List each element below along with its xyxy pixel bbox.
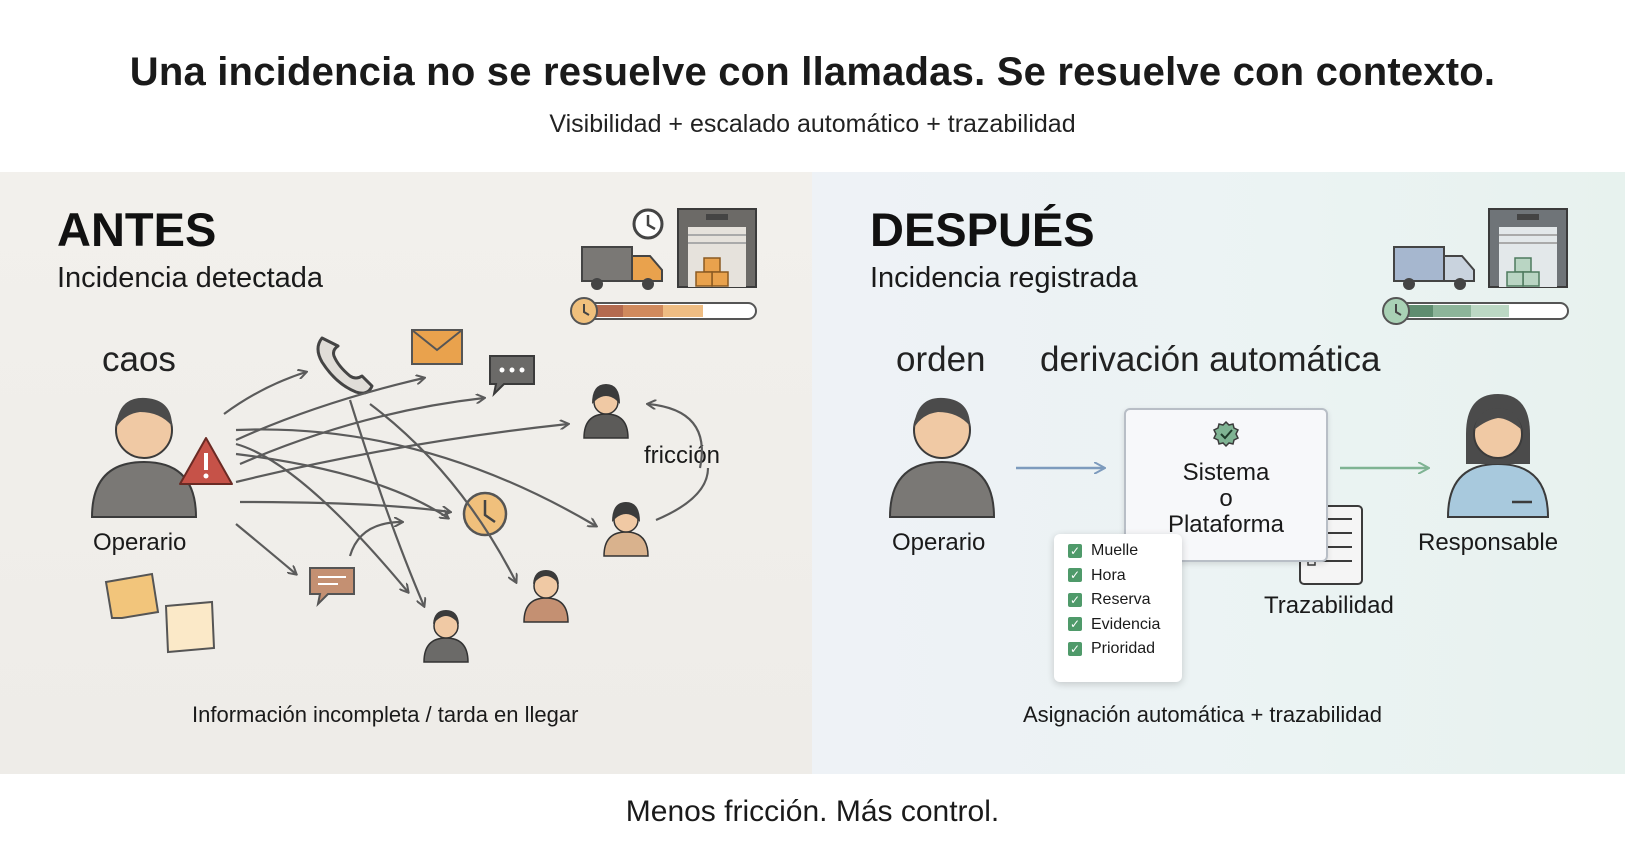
checklist-item: ✓Evidencia — [1068, 615, 1161, 633]
auto-derivation-label: derivación automática — [1040, 340, 1381, 379]
check-icon: ✓ — [1068, 592, 1082, 607]
person-icon — [888, 397, 996, 518]
person-icon — [583, 384, 629, 439]
badge-icon — [1212, 420, 1240, 448]
before-subheading: Incidencia detectada — [57, 262, 324, 294]
after-subheading: Incidencia registrada — [870, 262, 1138, 294]
clock-icon — [632, 208, 664, 240]
progress-bar-icon — [1382, 297, 1569, 325]
person-icon — [90, 397, 198, 518]
before-caption: Información incompleta / tarda en llegar — [192, 702, 579, 727]
after-panel: DESPUÉS Incidencia registrada orden deri… — [812, 172, 1625, 774]
checklist-card: ✓Muelle ✓Hora ✓Reserva ✓Evidencia ✓Prior… — [1054, 534, 1182, 682]
before-illustration — [90, 208, 757, 663]
progress-bar-icon — [570, 297, 757, 325]
mail-icon — [411, 329, 463, 365]
checklist-item: ✓Muelle — [1068, 542, 1139, 559]
after-caption: Asignación automática + trazabilidad — [1023, 702, 1382, 727]
order-label: orden — [896, 340, 986, 379]
phone-icon — [316, 336, 374, 395]
friction-label: fricción — [644, 442, 721, 469]
page-title: Una incidencia no se resuelve con llamad… — [129, 50, 1496, 94]
warning-icon — [179, 437, 233, 485]
after-illustration — [888, 208, 1569, 585]
responsible-label: Responsable — [1418, 529, 1559, 556]
check-icon: ✓ — [1068, 641, 1082, 656]
person-icon — [1446, 394, 1550, 518]
chaos-label: caos — [102, 340, 176, 379]
person-icon — [523, 570, 569, 623]
check-icon: ✓ — [1068, 543, 1082, 558]
checklist-item: ✓Reserva — [1068, 591, 1151, 608]
person-icon — [423, 610, 469, 663]
truck-icon — [1393, 246, 1475, 290]
before-heading: ANTES — [57, 203, 217, 256]
chat-icon — [489, 355, 535, 398]
before-panel: ANTES Incidencia detectada caos Operario… — [0, 172, 812, 774]
person-icon — [603, 502, 649, 557]
check-icon: ✓ — [1068, 568, 1082, 583]
clock-icon — [462, 491, 508, 537]
operator-label: Operario — [892, 529, 986, 556]
warehouse-icon — [1488, 208, 1568, 288]
system-box: Sistema o Plataforma — [1124, 408, 1328, 562]
chat-icon — [309, 567, 355, 608]
checklist-item: ✓Hora — [1068, 566, 1126, 584]
traceability-label: Trazabilidad — [1264, 592, 1394, 619]
checklist-item: ✓Prioridad — [1068, 640, 1156, 657]
sticky-note-icon — [104, 572, 216, 654]
truck-icon — [581, 246, 663, 290]
operator-label: Operario — [93, 529, 187, 556]
warehouse-icon — [677, 208, 757, 288]
check-icon: ✓ — [1068, 617, 1082, 632]
after-heading: DESPUÉS — [870, 203, 1095, 256]
page-subtitle: Visibilidad + escalado automático + traz… — [549, 110, 1076, 138]
footer-tagline: Menos fricción. Más control. — [625, 795, 1000, 828]
chaos-arrows — [223, 372, 710, 606]
system-label: Sistema o Plataforma — [1167, 459, 1285, 538]
